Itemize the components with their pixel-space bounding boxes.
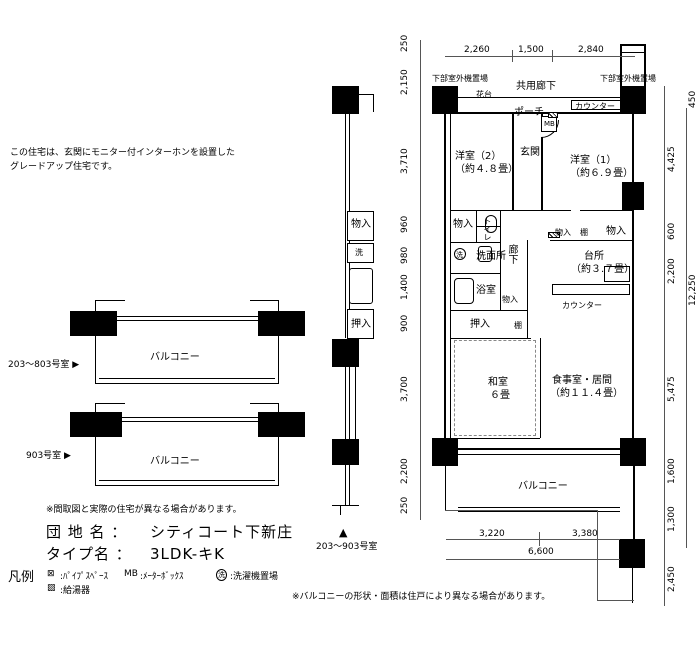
- living-room-size: （約１１.４畳）: [550, 388, 624, 399]
- dim-left-8: 3,700: [400, 376, 410, 402]
- storage-d-label: 物入: [502, 295, 518, 304]
- dim-bottom-total: 6,600: [528, 547, 554, 557]
- legend-meter-box-icon: MB: [124, 569, 138, 579]
- western-room-1-label: 洋室（1）: [570, 155, 617, 166]
- property-name-value: シティコート下新庄: [150, 523, 294, 541]
- balcony-label: バルコニー: [518, 481, 568, 492]
- outdoor-unit-right-label: 下部室外機置場: [600, 74, 656, 83]
- property-name-label: 団 地 名 ：: [46, 523, 128, 541]
- dim-right-9: 2,450: [667, 566, 677, 592]
- toilet-label: トイレ: [483, 217, 492, 241]
- dim-left-3: 3,710: [400, 148, 410, 174]
- planter-label: 花台: [476, 90, 492, 99]
- balcony-note: ※バルコニーの形状・面積は住戸により異なる場合があります。: [292, 592, 551, 602]
- dim-left-5: 980: [400, 246, 410, 264]
- dim-right-4: 2,200: [667, 258, 677, 284]
- japanese-room-label: 和室: [488, 377, 508, 388]
- legend-water-heater-text: :給湯器: [60, 586, 91, 596]
- dim-left-4: 960: [400, 215, 410, 233]
- bath-label: 浴室: [476, 285, 496, 296]
- middle-unit-label: 203～903号室: [316, 542, 378, 552]
- plan1-unit-label: 203～803号室 ▶: [8, 360, 80, 370]
- western-room-2-label: 洋室（2）: [455, 151, 502, 162]
- intro-note-line-2: グレードアップ住宅です。: [10, 162, 118, 172]
- intro-note-line-1: この住宅は、玄関にモニター付インターホンを設置した: [10, 148, 236, 158]
- legend-washer-icon: 洗: [216, 569, 227, 581]
- entrance-label: 玄関: [520, 147, 540, 158]
- hall-label: 廊下: [506, 244, 517, 264]
- plan1-balcony-label: バルコニー: [150, 352, 200, 363]
- shelf-a-label: 棚: [580, 228, 588, 237]
- dim-left-7: 900: [400, 314, 410, 332]
- closet-label: 押入: [470, 319, 490, 330]
- legend-washer-text: :洗濯機置場: [230, 572, 279, 582]
- dim-bottom-2: 3,380: [572, 529, 598, 539]
- property-type-label: タイプ名 ：: [46, 545, 132, 563]
- dim-top-3: 2,840: [578, 45, 604, 55]
- counter-top-label: カウンター: [575, 102, 615, 111]
- dim-bottom-1: 3,220: [479, 529, 505, 539]
- storage-c-label: 物入: [606, 226, 626, 237]
- legend-pipe-space-text: :ﾊﾟｲﾌﾟｽﾍﾟｰｽ: [60, 572, 109, 582]
- plan2-balcony-label: バルコニー: [150, 456, 200, 467]
- washroom-label: 洗面所: [476, 251, 506, 262]
- dim-right-5: 12,250: [688, 274, 698, 307]
- common-corridor-label: 共用廊下: [516, 81, 556, 92]
- dim-left-9: 2,200: [400, 458, 410, 484]
- japanese-room-size: ６畳: [490, 390, 510, 401]
- dim-right-7: 1,600: [667, 458, 677, 484]
- dim-right-1: 450: [688, 90, 698, 108]
- plan2-unit-label: 903号室 ▶: [26, 451, 71, 461]
- dim-left-2: 2,150: [400, 69, 410, 95]
- dim-top-2: 1,500: [518, 45, 544, 55]
- washer-symbol: 洗: [456, 251, 463, 259]
- storage-a-label: 物入: [453, 219, 473, 230]
- western-room-2-size: （約４.８畳）: [455, 164, 519, 175]
- up-arrow-icon: ▲: [339, 526, 348, 539]
- dim-top-1: 2,260: [464, 45, 490, 55]
- shelf-b-label: 棚: [514, 321, 522, 330]
- dim-left-1: 250: [400, 34, 410, 52]
- legend-pipe-space-icon: ⊠: [47, 569, 55, 579]
- dim-right-2: 4,425: [667, 146, 677, 172]
- property-type-value: 3LDK-キK: [150, 545, 225, 563]
- storage-b-label: 物入: [555, 228, 571, 237]
- kitchen-label: 台所: [584, 251, 604, 262]
- western-room-1-size: （約６.９畳）: [570, 168, 634, 179]
- dim-right-3: 600: [667, 222, 677, 240]
- meter-box-label: MB: [544, 120, 555, 128]
- middle-washer-label: 洗: [355, 248, 363, 257]
- outdoor-unit-left-label: 下部室外機置場: [432, 74, 488, 83]
- counter-kitchen-label: カウンター: [562, 301, 602, 310]
- dim-left-10: 250: [400, 496, 410, 514]
- porch-label: ポーチ: [514, 107, 544, 118]
- disclaimer-note: ※間取図と実際の住宅が異なる場合があります。: [46, 505, 242, 515]
- living-room-label: 食事室・居間: [552, 375, 612, 386]
- dim-right-6: 5,475: [667, 376, 677, 402]
- legend-title: 凡例: [8, 570, 35, 585]
- dim-left-6: 1,400: [400, 274, 410, 300]
- legend-water-heater-icon: ▨: [47, 583, 56, 593]
- middle-storage-label: 物入: [351, 219, 371, 230]
- dim-right-8: 1,300: [667, 506, 677, 532]
- kitchen-size: （約３.７畳）: [571, 264, 635, 275]
- legend-meter-box-text: :ﾒｰﾀｰﾎﾞｯｸｽ: [140, 572, 184, 582]
- middle-closet-label: 押入: [351, 319, 371, 330]
